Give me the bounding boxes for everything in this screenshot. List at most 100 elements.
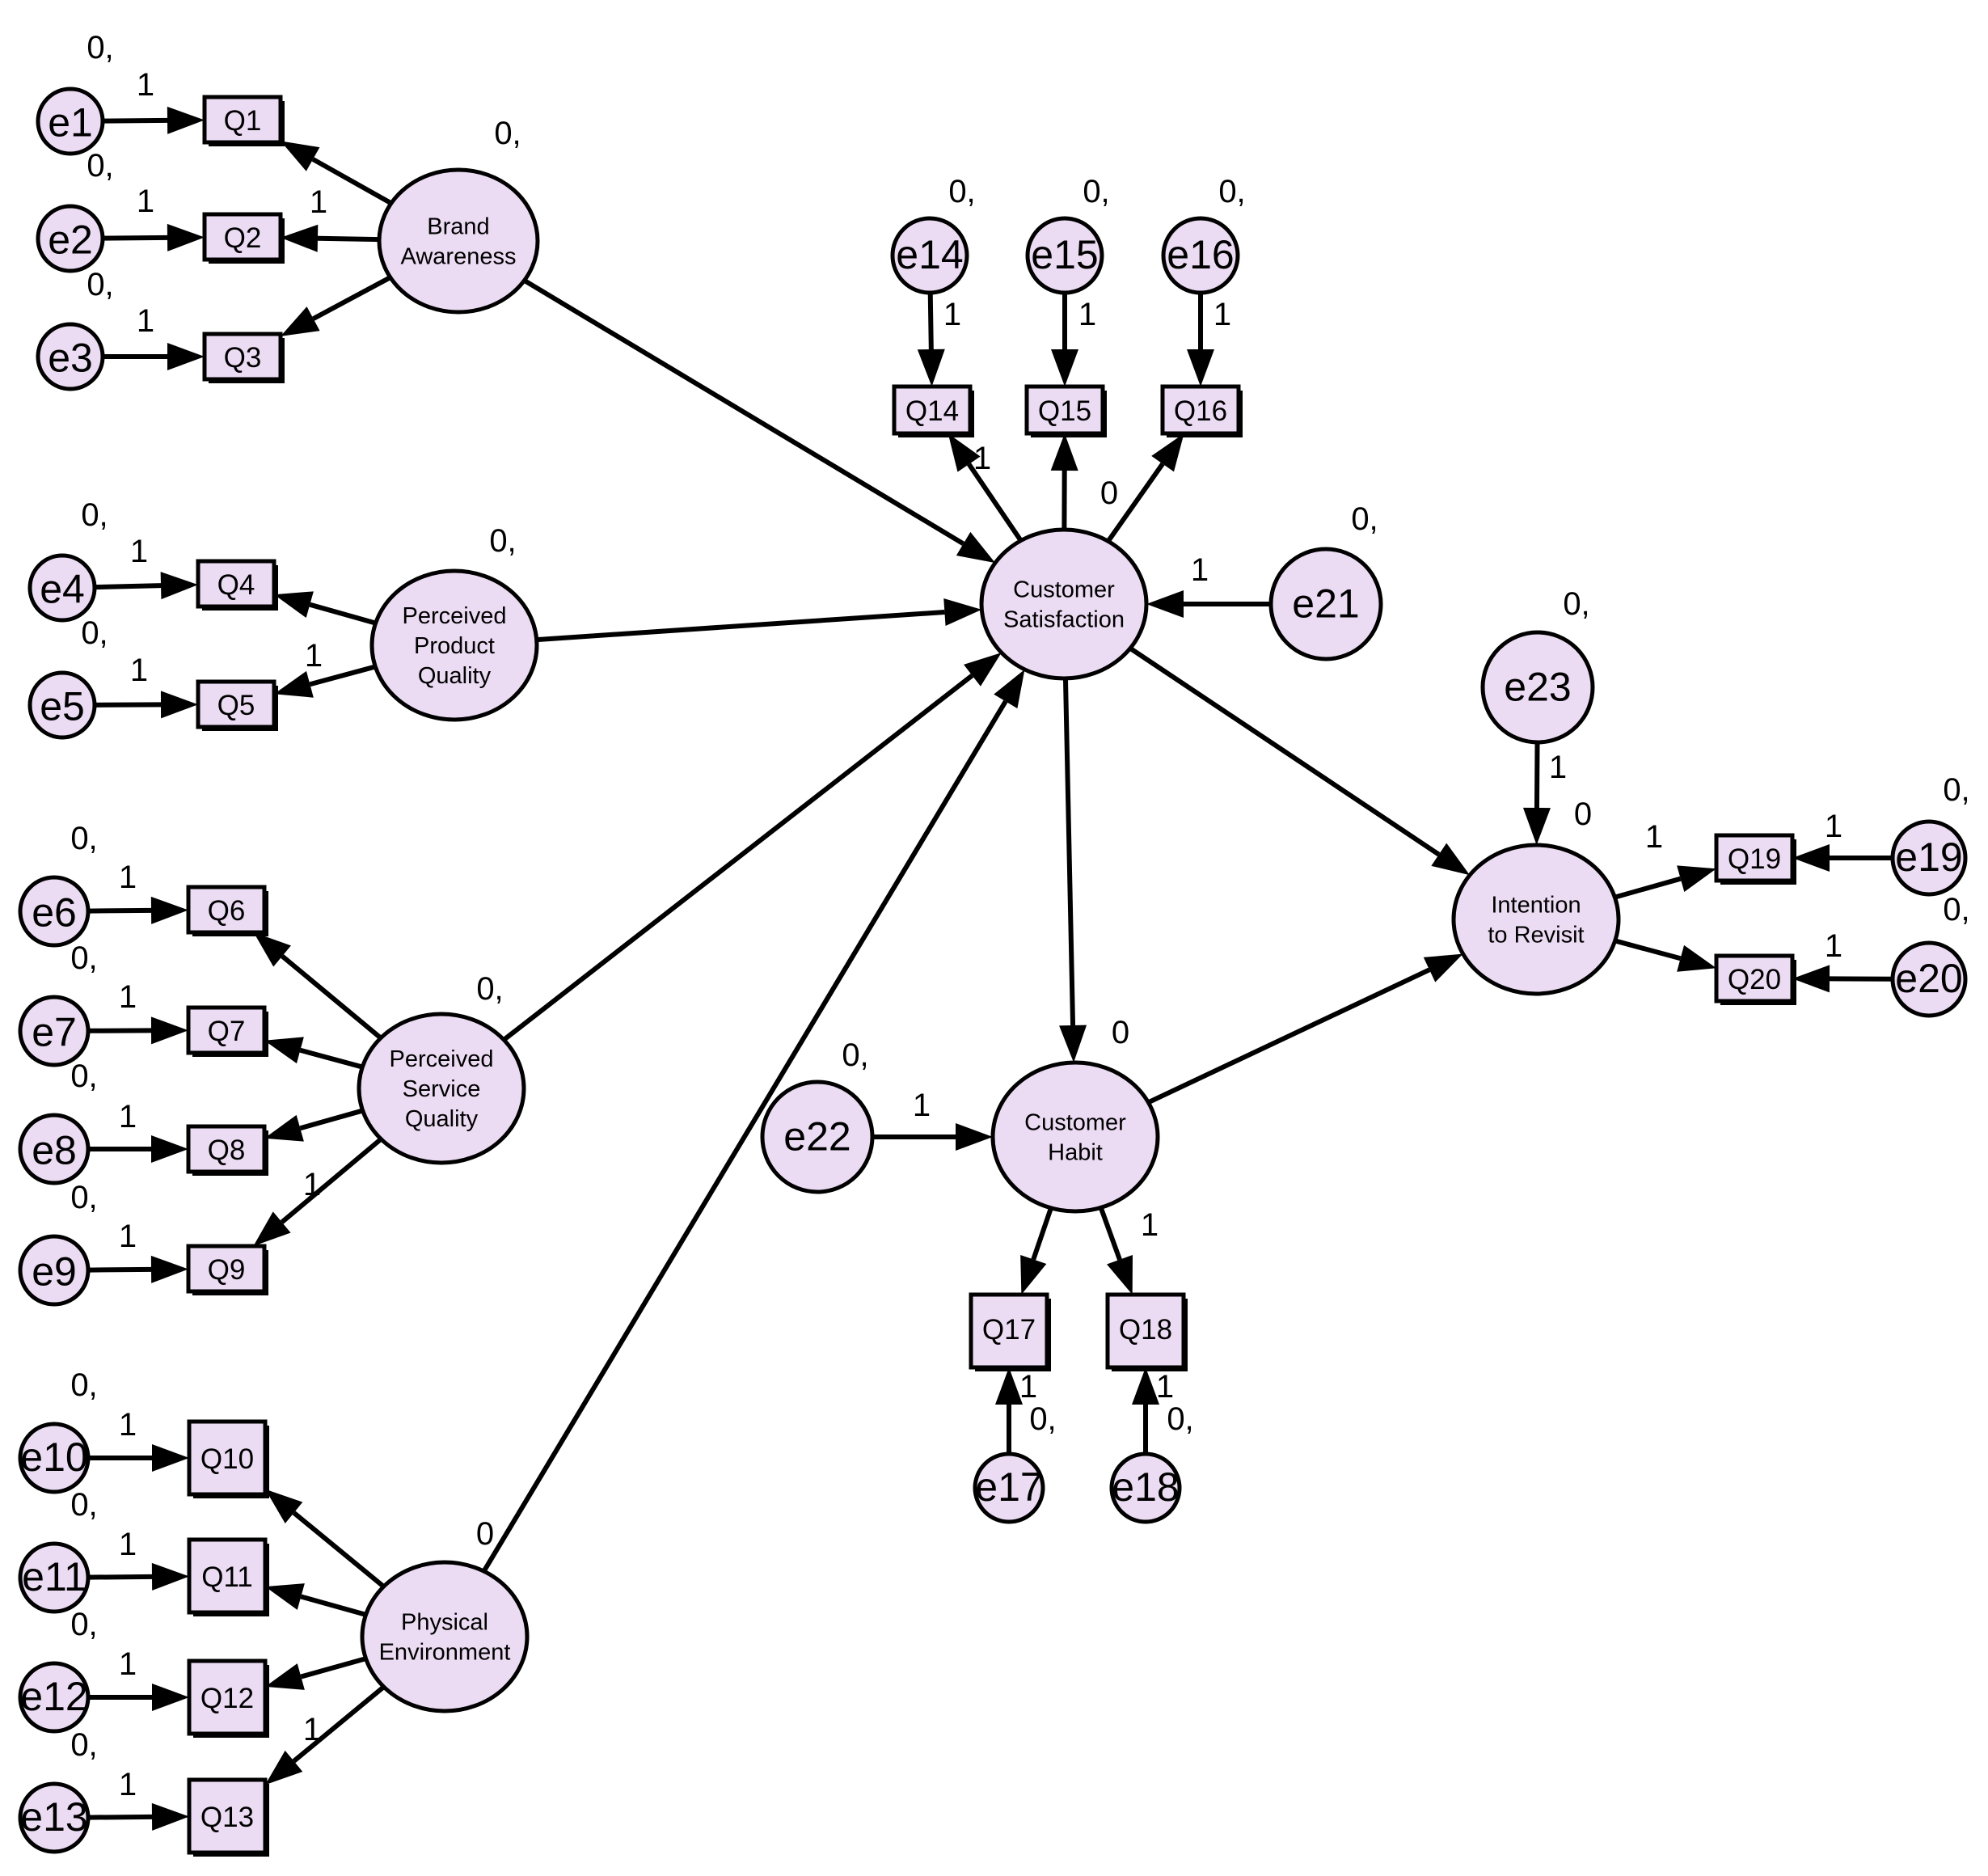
error-label: e22 <box>783 1114 850 1160</box>
observed-q11[interactable]: Q11 <box>187 1537 269 1616</box>
observed-q20[interactable]: Q20 <box>1714 953 1796 1005</box>
latent-ellipse <box>377 167 540 315</box>
error-e3[interactable]: e3 <box>36 322 105 391</box>
observed-label: Q19 <box>1728 843 1781 875</box>
observed-q15[interactable]: Q15 <box>1024 384 1107 437</box>
path-weight-label: 1 <box>1078 297 1096 332</box>
observed-box <box>1105 1292 1186 1370</box>
arrowhead-PPQ-to-Q4 <box>274 591 314 619</box>
observed-q1[interactable]: Q1 <box>202 95 285 146</box>
observed-q4[interactable]: Q4 <box>196 559 278 611</box>
variance-label: 0, <box>81 615 108 651</box>
arrowhead-e5-to-Q5 <box>160 691 198 719</box>
arrowhead-BA-to-Q3 <box>281 306 320 336</box>
path-weight-label: 1 <box>1645 819 1663 855</box>
error-e7[interactable]: e7 <box>18 995 91 1067</box>
error-e20[interactable]: e20 <box>1890 940 1968 1018</box>
path-weight-label: 1 <box>130 653 148 688</box>
latent-label-line: Intention <box>1491 893 1581 919</box>
observed-q7[interactable]: Q7 <box>186 1005 268 1057</box>
error-e11[interactable]: e11 <box>18 1541 91 1614</box>
error-e15[interactable]: e15 <box>1025 216 1104 295</box>
observed-q14[interactable]: Q14 <box>892 384 974 437</box>
observed-q3[interactable]: Q3 <box>202 332 285 383</box>
path-PPQ-to-Q5 <box>309 664 377 687</box>
arrowhead-PE-to-Q13 <box>265 1750 303 1785</box>
error-e5[interactable]: e5 <box>27 670 97 740</box>
latent-label-line: Service <box>403 1076 481 1102</box>
error-e4[interactable]: e4 <box>27 553 97 623</box>
variance-label: 0, <box>494 116 521 151</box>
path-weight-label: 1 <box>303 1167 321 1202</box>
arrowhead-PSQ-to-Q6 <box>253 932 291 967</box>
arrowhead-e20-to-Q20 <box>1792 965 1830 993</box>
observed-label: Q6 <box>208 895 246 927</box>
latent-ellipse <box>357 1012 526 1165</box>
error-e2[interactable]: e2 <box>36 204 105 273</box>
error-e23[interactable]: e23 <box>1480 630 1595 745</box>
path-PE-to-Q11 <box>300 1594 367 1617</box>
error-e8[interactable]: e8 <box>18 1113 91 1185</box>
error-e17[interactable]: e17 <box>973 1451 1045 1524</box>
error-e21[interactable]: e21 <box>1268 547 1383 661</box>
error-label: e10 <box>20 1434 87 1480</box>
observed-box <box>1160 384 1241 436</box>
arrowhead-CH-to-Q18 <box>1107 1254 1133 1295</box>
latent-label-line: Environment <box>379 1640 511 1666</box>
observed-q9[interactable]: Q9 <box>186 1244 268 1295</box>
observed-q10[interactable]: Q10 <box>187 1419 269 1498</box>
error-circle <box>36 87 105 156</box>
observed-q13[interactable]: Q13 <box>187 1777 269 1857</box>
observed-q6[interactable]: Q6 <box>186 885 268 936</box>
variance-label: 0, <box>87 267 113 302</box>
observed-q12[interactable]: Q12 <box>187 1658 269 1738</box>
error-e16[interactable]: e16 <box>1161 216 1240 295</box>
observed-q16[interactable]: Q16 <box>1160 384 1243 437</box>
arrowhead-e4-to-Q4 <box>160 572 198 600</box>
observed-q8[interactable]: Q8 <box>186 1124 268 1176</box>
path-CS-to-IR <box>1129 646 1441 857</box>
observed-label: Q15 <box>1038 395 1091 427</box>
error-e6[interactable]: e6 <box>18 875 91 948</box>
error-label: e17 <box>975 1464 1042 1510</box>
error-e9[interactable]: e9 <box>18 1234 91 1307</box>
path-PSQ-to-Q8 <box>299 1108 364 1131</box>
error-e1[interactable]: e1 <box>36 87 105 156</box>
variance-label: 0 <box>1574 796 1592 832</box>
latent-ellipse <box>360 1560 530 1713</box>
path-e11-to-Q11 <box>87 1574 153 1580</box>
error-circle <box>18 1113 91 1185</box>
error-e18[interactable]: e18 <box>1109 1451 1182 1524</box>
error-e19[interactable]: e19 <box>1890 819 1968 897</box>
path-weight-label: 1 <box>1019 1369 1037 1405</box>
observed-q2[interactable]: Q2 <box>202 212 285 264</box>
latent-ellipse <box>369 568 539 722</box>
error-label: e7 <box>32 1010 77 1055</box>
variance-label: 0, <box>1943 892 1969 927</box>
observed-q17[interactable]: Q17 <box>969 1292 1051 1371</box>
error-e22[interactable]: e22 <box>760 1080 875 1194</box>
arrowhead-CS-to-IR <box>1431 843 1471 876</box>
observed-box <box>202 212 283 262</box>
error-e14[interactable]: e14 <box>890 216 969 295</box>
arrowhead-PE-to-Q10 <box>265 1489 303 1523</box>
error-e10[interactable]: e10 <box>18 1422 91 1494</box>
observed-q5[interactable]: Q5 <box>196 679 278 731</box>
arrowhead-e3-to-Q3 <box>167 343 205 370</box>
observed-q19[interactable]: Q19 <box>1714 833 1796 885</box>
error-e13[interactable]: e13 <box>18 1781 91 1854</box>
variance-label: 0, <box>87 148 113 184</box>
arrowhead-CH-to-Q17 <box>1020 1254 1047 1295</box>
arrowhead-CH-to-IR <box>1423 953 1463 982</box>
observed-q18[interactable]: Q18 <box>1105 1292 1188 1371</box>
observed-box <box>187 1777 268 1855</box>
error-e12[interactable]: e12 <box>18 1661 91 1734</box>
path-IR-to-Q20 <box>1614 938 1682 961</box>
